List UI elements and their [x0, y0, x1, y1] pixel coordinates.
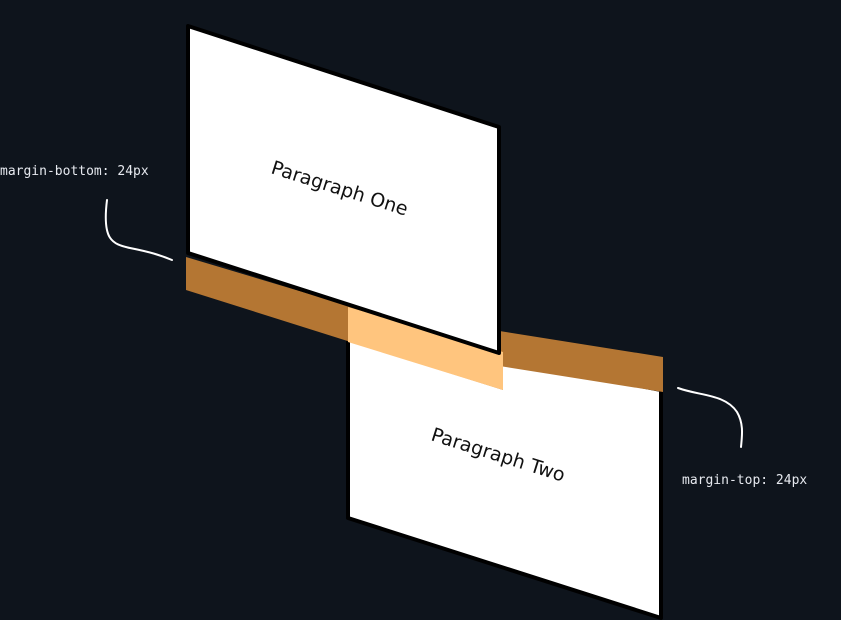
paragraph-two-card: Paragraph Two — [346, 328, 663, 620]
margin-top-pointer-line — [677, 387, 744, 448]
margin-top-annotation: margin-top: 24px — [677, 387, 807, 488]
margin-bottom-pointer-line — [104, 199, 173, 261]
collapsed-margin-overlap — [348, 307, 503, 390]
margin-top-label: margin-top: 24px — [682, 473, 807, 488]
margin-bottom-label: margin-bottom: 24px — [0, 164, 149, 179]
paragraph-one-box — [186, 24, 501, 355]
margin-bottom-annotation: margin-bottom: 24px — [0, 164, 173, 261]
paragraph-one-card: Paragraph One — [186, 24, 501, 355]
